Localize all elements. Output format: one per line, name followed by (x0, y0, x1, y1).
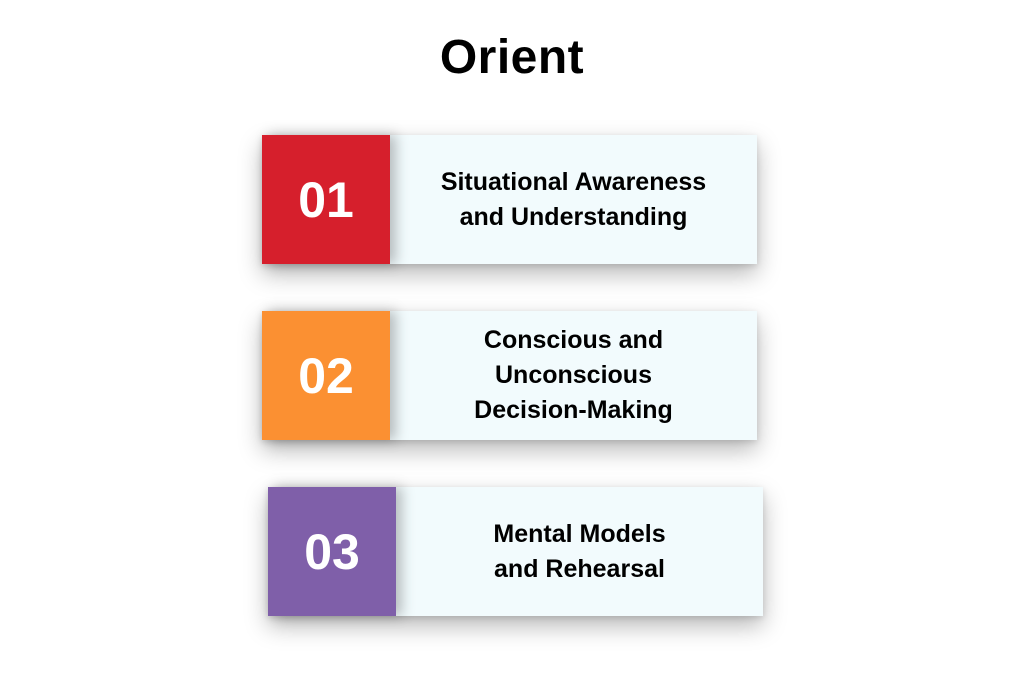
step-card-1: 01 Situational Awareness and Understandi… (262, 135, 757, 264)
step-card-3: 03 Mental Models and Rehearsal (268, 487, 763, 616)
step-number-badge: 03 (268, 487, 396, 616)
diagram-title: Orient (439, 31, 585, 84)
step-label: Mental Models and Rehearsal (396, 487, 763, 616)
step-card-2: 02 Conscious and Unconscious Decision-Ma… (262, 311, 757, 440)
step-label: Situational Awareness and Understanding (390, 135, 757, 264)
step-number-badge: 02 (262, 311, 390, 440)
step-number-badge: 01 (262, 135, 390, 264)
step-label: Conscious and Unconscious Decision-Makin… (390, 311, 757, 440)
